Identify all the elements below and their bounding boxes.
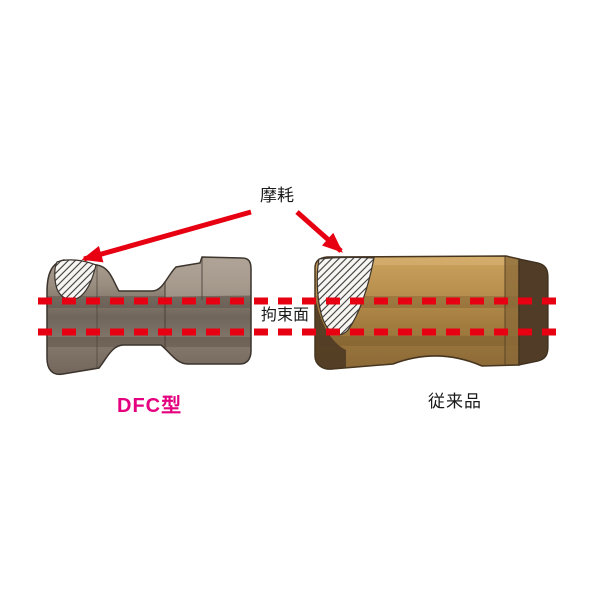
conventional-insert-end-face <box>518 258 549 366</box>
wear-label: 摩耗 <box>260 186 294 205</box>
wear-arrow-to-conventional <box>295 210 343 253</box>
constraint-surface-label: 拘束面 <box>261 307 310 324</box>
wear-arrow-to-dfc <box>81 209 252 263</box>
conventional-insert-caption: 従来品 <box>428 392 482 411</box>
dfc-insert-outline <box>46 256 252 376</box>
wear-hatch-conventional <box>316 256 375 336</box>
dfc-insert-caption: DFC型 <box>117 395 183 417</box>
